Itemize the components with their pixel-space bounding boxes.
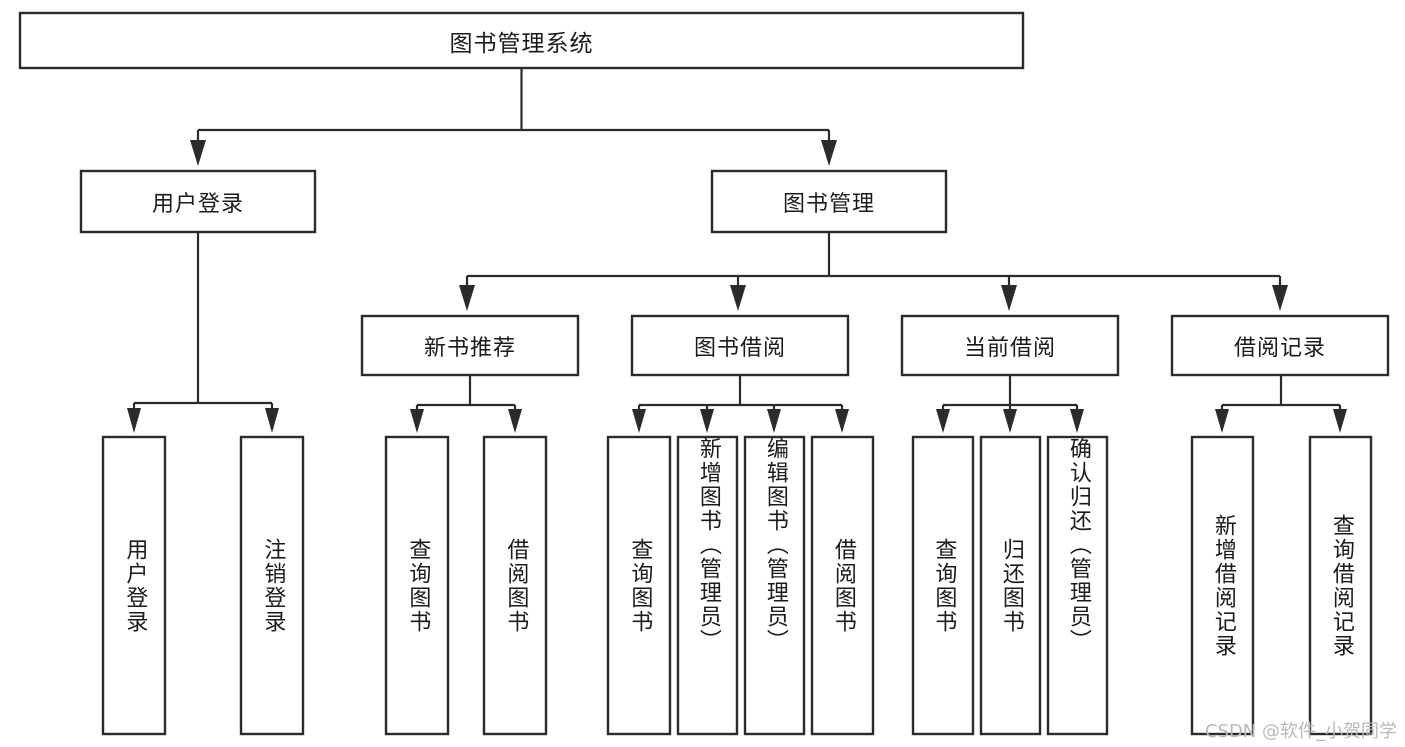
node-box-root[interactable]	[18, 11, 1025, 70]
node-box-leaf-query-book-2[interactable]	[606, 435, 672, 736]
arrow-head-book-borrow	[730, 285, 746, 311]
arrow-head-leaf-query-borrow-record	[1333, 409, 1347, 433]
arrow-head-user-login	[190, 140, 206, 166]
arrow-head-leaf-user-login	[127, 408, 141, 433]
node-box-leaf-query-book-3[interactable]	[911, 435, 975, 736]
node-box-leaf-user-login[interactable]	[101, 435, 167, 736]
arrow-head-leaf-edit-book-admin	[767, 409, 781, 433]
node-box-leaf-add-borrow-record[interactable]	[1190, 435, 1255, 736]
node-box-leaf-edit-book-admin[interactable]	[743, 435, 806, 736]
arrow-head-leaf-query-book-1	[410, 409, 424, 433]
arrow-head-leaf-return-book	[1003, 409, 1017, 433]
arrow-head-book-manage	[821, 140, 837, 166]
node-box-leaf-logout[interactable]	[239, 435, 305, 736]
arrow-head-leaf-add-book-admin	[700, 409, 714, 433]
node-box-leaf-add-book-admin[interactable]	[676, 435, 739, 736]
node-box-leaf-query-book-1[interactable]	[384, 435, 450, 736]
node-box-borrow-record[interactable]	[1170, 314, 1390, 377]
node-box-leaf-borrow-book-2[interactable]	[810, 435, 875, 736]
arrow-head-leaf-query-book-2	[632, 409, 646, 433]
arrow-head-current-borrow	[1001, 285, 1017, 311]
node-box-leaf-return-book[interactable]	[979, 435, 1042, 736]
arrow-head-leaf-logout	[265, 408, 279, 433]
node-box-new-book-rec[interactable]	[360, 314, 580, 377]
node-box-book-borrow[interactable]	[630, 314, 850, 377]
arrow-head-leaf-borrow-book-2	[835, 409, 849, 433]
arrow-head-leaf-confirm-return-admin	[1070, 409, 1084, 433]
node-box-leaf-confirm-return-admin[interactable]	[1046, 435, 1109, 736]
node-box-leaf-query-borrow-record[interactable]	[1308, 435, 1373, 736]
arrow-head-borrow-record	[1272, 285, 1288, 311]
arrow-head-new-book-rec	[459, 285, 475, 311]
arrow-head-leaf-add-borrow-record	[1215, 409, 1229, 433]
node-box-current-borrow[interactable]	[900, 314, 1120, 377]
arrow-head-leaf-query-book-3	[936, 409, 950, 433]
arrow-head-leaf-borrow-book-1	[508, 409, 522, 433]
node-box-leaf-borrow-book-1[interactable]	[482, 435, 548, 736]
node-box-user-login[interactable]	[79, 169, 317, 234]
node-box-book-manage[interactable]	[710, 169, 948, 234]
